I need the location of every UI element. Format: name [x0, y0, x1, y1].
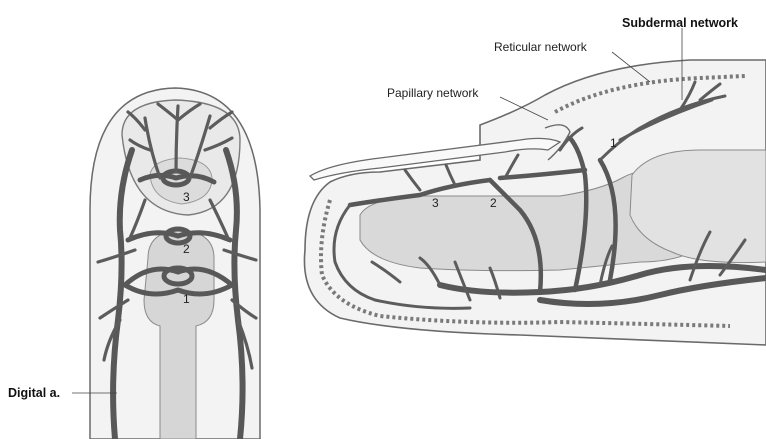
digital-artery-label: Digital a. [8, 386, 60, 400]
reticular-network-label: Reticular network [494, 40, 587, 54]
dorsal-view-finger [90, 88, 260, 439]
right-arcade-2-number: 2 [490, 196, 497, 210]
subdermal-network-label: Subdermal network [622, 16, 738, 30]
left-arcade-1-number: 1 [183, 292, 190, 306]
left-arcade-3-number: 3 [183, 190, 190, 204]
right-arcade-3-number: 3 [432, 196, 439, 210]
left-arcade-2-number: 2 [183, 242, 190, 256]
sagittal-section [304, 60, 766, 345]
papillary-network-label: Papillary network [387, 86, 478, 100]
right-arcade-1-number: 1 [610, 136, 617, 150]
